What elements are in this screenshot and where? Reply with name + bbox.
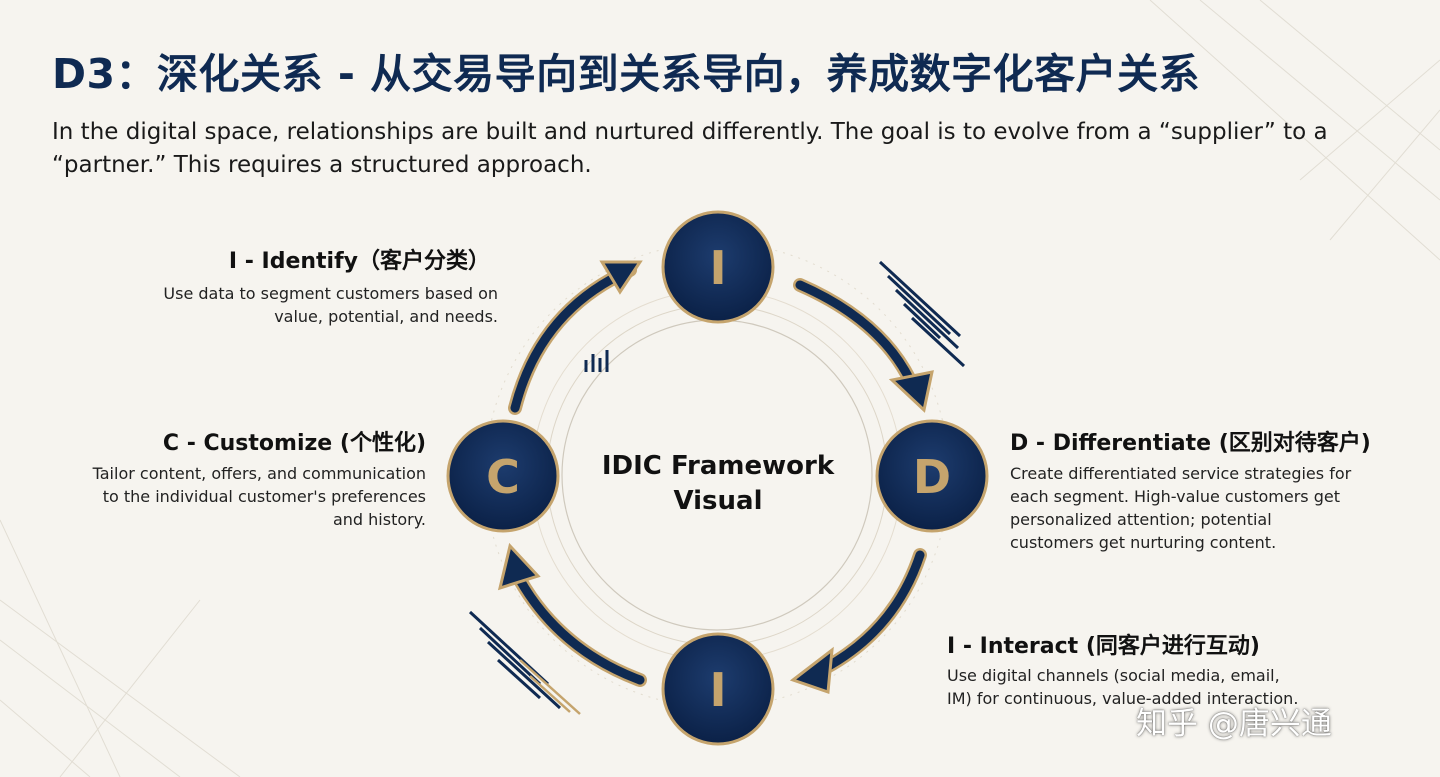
stage-interact-desc: Use digital channels (social media, emai… [947, 666, 1299, 708]
node-interact-letter: I [709, 663, 726, 717]
node-customize: C [446, 419, 560, 533]
node-differentiate-letter: D [913, 450, 951, 504]
decor-bars-bottom-left-gold [519, 659, 581, 715]
center-label-line1: IDIC Framework [602, 451, 835, 481]
stage-customize-desc: Tailor content, offers, and communicatio… [92, 464, 426, 529]
stage-interact-title: I - Interact (同客户进行互动) [947, 634, 1260, 659]
decor-bars-top-right [878, 260, 966, 368]
node-identify: I [661, 210, 775, 324]
node-differentiate: D [875, 419, 989, 533]
watermark: 知乎 @唐兴通 [1136, 706, 1332, 742]
stage-identify-title: I - Identify（客户分类） [228, 249, 490, 274]
node-identify-letter: I [709, 241, 726, 295]
stage-customize-title: C - Customize (个性化) [162, 431, 426, 456]
cycle-arrows [497, 260, 934, 695]
node-customize-letter: C [486, 450, 520, 504]
center-label-line2: Visual [673, 486, 762, 516]
node-interact: I [661, 632, 775, 746]
stage-identify-desc: Use data to segment customers based on v… [163, 284, 498, 326]
stage-differentiate-desc: Create differentiated service strategies… [1010, 464, 1352, 552]
page-subtitle: In the digital space, relationships are … [52, 119, 1328, 178]
page-title: D3：深化关系 - 从交易导向到关系导向，养成数字化客户关系 [52, 50, 1201, 98]
stage-differentiate-title: D - Differentiate (区别对待客户) [1010, 431, 1371, 456]
mini-chart-icon [584, 350, 609, 372]
